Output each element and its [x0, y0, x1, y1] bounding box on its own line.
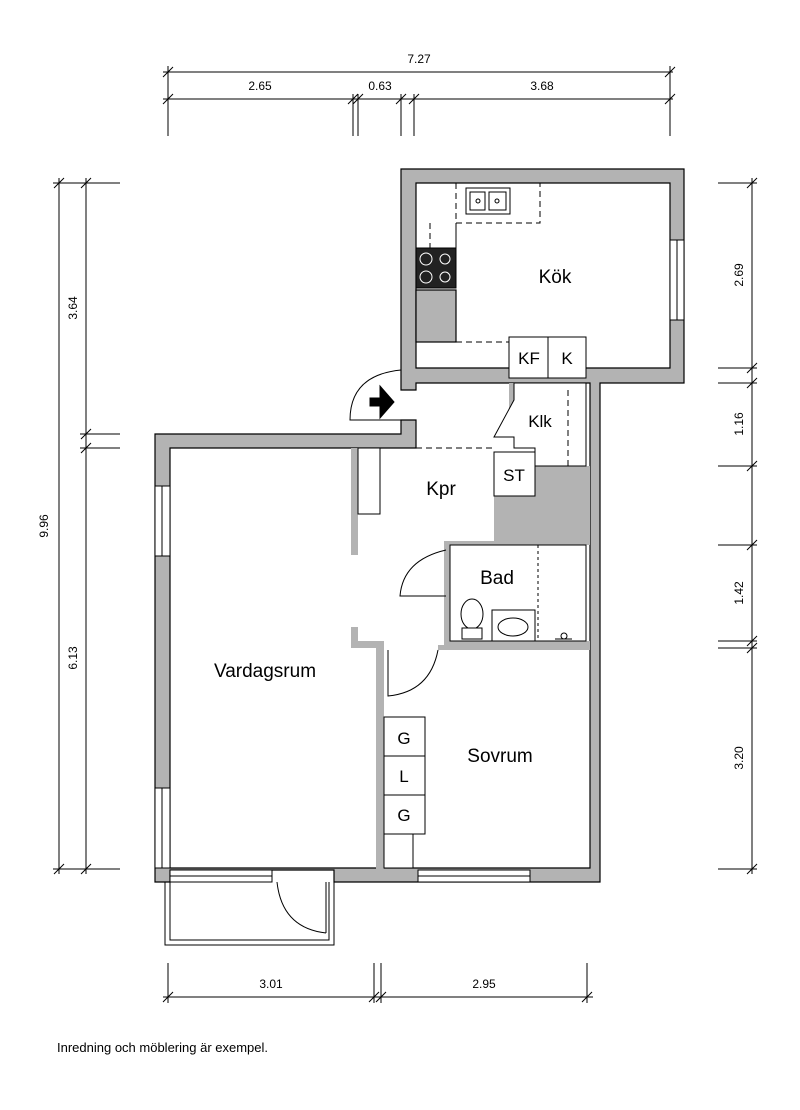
wardrobes [383, 716, 426, 869]
bedroom-door [387, 649, 439, 697]
balcony-door [276, 881, 327, 934]
dim-top-left: 2.65 [248, 79, 272, 93]
corridor-stub [351, 641, 384, 648]
disclaimer-note: Inredning och möblering är exempel. [57, 1040, 269, 1055]
kitchen-counter-block [415, 289, 457, 343]
hall-fittings [357, 336, 587, 697]
shaft-area [446, 466, 590, 545]
label-wardrobe-3: G [397, 806, 410, 825]
fridge-unit [547, 336, 587, 379]
kitchen-fittings [415, 183, 541, 343]
dim-top-total: 7.27 [407, 52, 431, 66]
closet-wall [509, 383, 514, 411]
toilet [460, 598, 484, 630]
wardrobe-2 [383, 755, 426, 796]
bedroom-top-wall [438, 645, 590, 650]
room-living: Vardagsrum [214, 661, 316, 682]
dim-top-mid: 0.63 [368, 79, 392, 93]
dim-left-lower: 6.13 [66, 646, 80, 670]
dim-bottom-left: 3.01 [259, 977, 283, 991]
wardrobe-lower [383, 833, 414, 869]
label-wardrobe-2: L [399, 767, 408, 786]
hall-shelf [357, 447, 381, 515]
entrance [349, 369, 402, 421]
dim-right-2: 1.16 [732, 412, 746, 436]
fridge-freezer-unit [508, 336, 549, 379]
room-bedroom: Sovrum [467, 746, 532, 767]
dim-left-total: 9.96 [37, 514, 51, 538]
living-bedroom-wall [376, 641, 384, 870]
room-kitchen: Kök [539, 267, 572, 288]
room-hall: Kpr [426, 479, 456, 500]
dim-left-upper: 3.64 [66, 296, 80, 320]
dim-right-3: 1.42 [732, 581, 746, 605]
label-fridge: K [561, 349, 573, 368]
outlines [154, 239, 685, 946]
label-closet: Klk [528, 412, 552, 431]
wardrobe-3 [383, 794, 426, 835]
dim-top-right: 3.68 [530, 79, 554, 93]
dim-bottom-right: 2.95 [472, 977, 496, 991]
living-hall-wall-upper [351, 448, 358, 555]
storage-unit [493, 451, 536, 497]
wardrobe-1 [383, 716, 426, 757]
dim-right-4: 3.20 [732, 746, 746, 770]
balcony [164, 882, 335, 946]
living-hall-wall-lower [351, 627, 358, 641]
dimension-lines [53, 66, 758, 1003]
label-storage: ST [503, 466, 525, 485]
dim-right-1: 2.69 [732, 263, 746, 287]
entrance-arrow-icon [369, 384, 395, 420]
bath-fittings [449, 544, 587, 642]
room-bath: Bad [480, 568, 514, 589]
label-wardrobe-1: G [397, 729, 410, 748]
walls [154, 168, 685, 883]
entrance-door-swing [349, 369, 402, 421]
closet-outline [493, 382, 587, 467]
bath-door [399, 549, 447, 597]
stove [415, 247, 457, 289]
bath-wall-left [444, 541, 450, 645]
label-fridge-freezer: KF [518, 349, 540, 368]
